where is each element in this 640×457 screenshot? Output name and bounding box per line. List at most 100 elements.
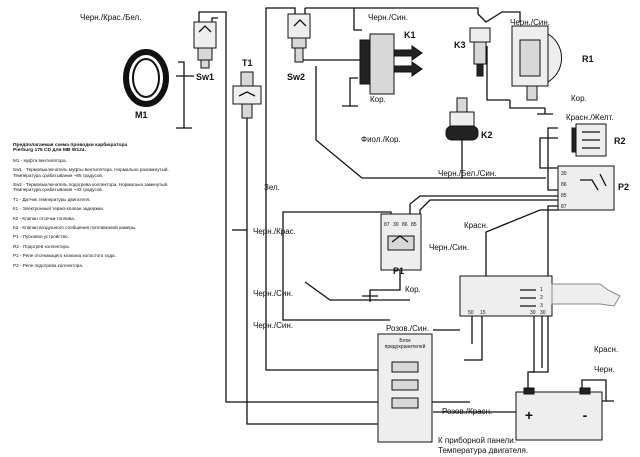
- r2-element: [582, 131, 600, 149]
- wire-label-black-battery: Черн.: [594, 365, 615, 374]
- ignition-key: [551, 283, 621, 307]
- legend-panel: Предполагаемая схема проводки карбюратор…: [13, 143, 173, 272]
- wire-label-pink-red: Розов./Красн.: [442, 407, 492, 416]
- ground-sw1: [176, 122, 192, 129]
- ign-pin-30a: 30: [530, 310, 536, 316]
- m1-coil-inner: [132, 58, 160, 98]
- wire-label-violet-brown: Фиол./Кор.: [361, 135, 401, 144]
- legend-title: Предполагаемая схема проводки карбюратор…: [13, 143, 173, 154]
- wire-p1-gnd: [369, 270, 401, 296]
- wire-r2-loop: [539, 137, 558, 169]
- legend-item: Sw2 - Термовыключатель подогрева коллект…: [13, 182, 169, 193]
- ground-r1: [537, 108, 553, 115]
- wire-top-main: [305, 7, 479, 14]
- wire-label-brown-k1: Кор.: [370, 95, 386, 104]
- ignition-contacts: [520, 289, 536, 307]
- t1-stem: [241, 103, 253, 119]
- r1-starter: [511, 25, 563, 101]
- legend-item: R2 - Подогрев коллектора.: [13, 243, 70, 249]
- k3-stem: [476, 63, 484, 77]
- sw1-switch: [193, 21, 217, 69]
- wire-r1-gnd: [509, 100, 545, 109]
- battery-plus-terminal: [523, 387, 535, 395]
- fuse-3: [391, 397, 419, 409]
- sw2-switch: [287, 13, 311, 63]
- wire-label-black-blue-mid: Черн./Син.: [253, 289, 293, 298]
- legend-title-line1: Предполагаемая схема проводки карбюратор…: [13, 143, 128, 148]
- k1-body: [369, 33, 395, 95]
- ign-pin-1: 1: [540, 287, 543, 293]
- ground-k1: [342, 100, 358, 107]
- ignition-body: [459, 275, 553, 317]
- fusebox-label-1: Блок: [399, 338, 411, 344]
- k1-connector: [359, 39, 371, 85]
- legend-title-line2: Pierburg 175 CD для MB W124.: [13, 148, 86, 154]
- label-p1: P1: [393, 266, 404, 276]
- k1-valve: [359, 33, 423, 95]
- wire-ign-30a: [527, 316, 535, 388]
- wire-k3-down: [486, 46, 510, 101]
- k2-base: [445, 125, 479, 141]
- wire-label-brown-p1: Кор.: [405, 285, 421, 294]
- t1-sensor: [232, 71, 262, 119]
- label-r2: R2: [614, 136, 626, 146]
- r1-dome: [547, 33, 563, 83]
- label-t1: T1: [242, 58, 253, 68]
- p1-pin-86: 86: [402, 222, 408, 228]
- m1-coil-shape: [123, 49, 169, 107]
- wire-sw1-top: [211, 17, 218, 22]
- ignition-switch: [459, 275, 621, 317]
- wire-p1-ign: [282, 211, 392, 321]
- label-r1: R1: [582, 54, 594, 64]
- legend-item: М1 - муфта вентилятора.: [13, 157, 67, 163]
- r1-stem: [526, 85, 538, 101]
- fuse-box: [377, 333, 433, 443]
- legend-item: Р1 - Реле отсекающего клапана холостого …: [13, 253, 116, 259]
- ign-pin-50: 50: [468, 310, 474, 316]
- fuse-1: [391, 361, 419, 373]
- ign-pin-3: 3: [540, 303, 543, 309]
- label-p2: P2: [618, 182, 629, 192]
- wire-label-black-blue-p2: Черн./Син.: [429, 243, 469, 252]
- wire-black-red-white: [198, 11, 470, 403]
- wire-k1-in: [353, 8, 362, 31]
- label-m1: M1: [135, 110, 148, 120]
- wire-label-green: Зел.: [264, 183, 280, 192]
- battery-minus-terminal: [579, 387, 591, 395]
- label-sw2: Sw2: [287, 72, 305, 82]
- p1-relay: [380, 213, 422, 271]
- wire-label-black-red: Черн./Крас.: [253, 227, 296, 236]
- p2-body: [557, 165, 615, 211]
- wire-ign-15: [464, 316, 483, 361]
- legend-item: Р1 - Пусковое устройство.: [13, 234, 69, 240]
- k1-port-top: [393, 45, 423, 61]
- wire-violet-brown: [315, 66, 462, 179]
- p2-pin-30: 30: [561, 171, 567, 177]
- label-k2: K2: [481, 130, 493, 140]
- fuse-2: [391, 379, 419, 391]
- r1-core: [519, 39, 541, 77]
- p1-inner: [387, 235, 415, 251]
- battery-minus-sign: -: [583, 407, 588, 423]
- sw2-contact: [293, 19, 307, 27]
- wire-label-black-blue-low: Черн./Син.: [253, 321, 293, 330]
- sw1-stem: [200, 59, 210, 69]
- dashboard-label-1: К приборной панели.: [438, 436, 516, 445]
- k3-valve: [469, 27, 491, 77]
- r2-terminal: [571, 127, 577, 153]
- fusebox-body: [377, 333, 433, 443]
- battery-plus-sign: +: [525, 407, 533, 423]
- ground-p1: [362, 295, 378, 302]
- wire-p2-p1-b: [419, 199, 558, 220]
- wire-label-pink-blue: Розов./Син.: [386, 324, 429, 333]
- wire-battery-red: [530, 312, 549, 373]
- wire-label-red-p2: Красн.: [464, 221, 488, 230]
- sw2-base: [291, 37, 307, 49]
- k2-body: [449, 111, 475, 127]
- k1-port-bottom: [393, 61, 423, 77]
- label-sw1: Sw1: [196, 72, 214, 82]
- legend-item: Т1 - Датчик температуры двигателя.: [13, 196, 91, 202]
- label-k1: K1: [404, 30, 416, 40]
- wire-label-black-white-blue: Черн./Бел./Син.: [438, 169, 497, 178]
